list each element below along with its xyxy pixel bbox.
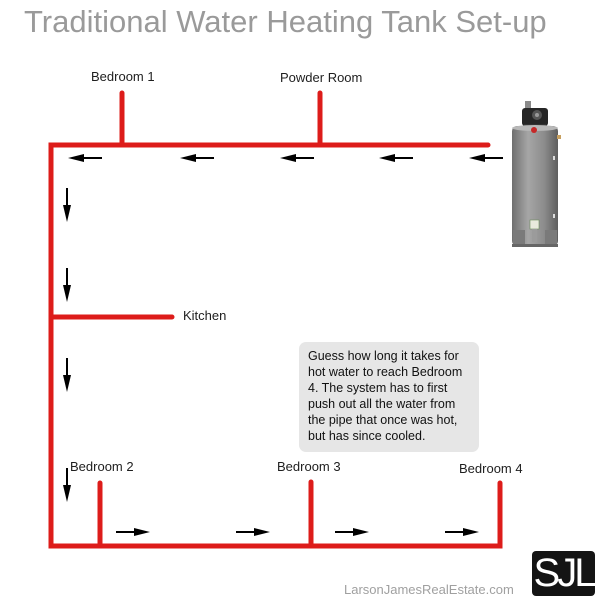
arrow-right-icon: [335, 528, 369, 536]
website-credit: LarsonJamesRealEstate.com: [344, 582, 514, 597]
main-pipe: [48, 142, 503, 549]
label-bedroom-1: Bedroom 1: [91, 69, 155, 84]
flow-arrows: [63, 154, 503, 536]
arrow-down-icon: [63, 358, 71, 392]
page-title: Traditional Water Heating Tank Set-up: [24, 4, 547, 39]
arrow-right-icon: [445, 528, 479, 536]
label-bedroom-2: Bedroom 2: [70, 459, 134, 474]
label-bedroom-3: Bedroom 3: [277, 459, 341, 474]
label-bedroom-4: Bedroom 4: [459, 461, 523, 476]
arrow-right-icon: [116, 528, 150, 536]
label-kitchen: Kitchen: [183, 308, 227, 323]
arrow-left-icon: [280, 154, 314, 162]
pipes: [48, 90, 503, 549]
arrow-left-icon: [379, 154, 413, 162]
arrow-down-icon: [63, 188, 71, 222]
sjl-logo: SJL: [532, 551, 596, 596]
arrow-left-icon: [180, 154, 214, 162]
explanation-note: Guess how long it takes for hot water to…: [299, 342, 479, 452]
arrow-down-icon: [63, 268, 71, 302]
label-powder-room: Powder Room: [280, 70, 363, 85]
water-heater-icon: [512, 101, 561, 247]
arrow-left-icon: [68, 154, 102, 162]
arrow-right-icon: [236, 528, 270, 536]
arrow-left-icon: [469, 154, 503, 162]
arrow-down-icon: [63, 468, 71, 502]
